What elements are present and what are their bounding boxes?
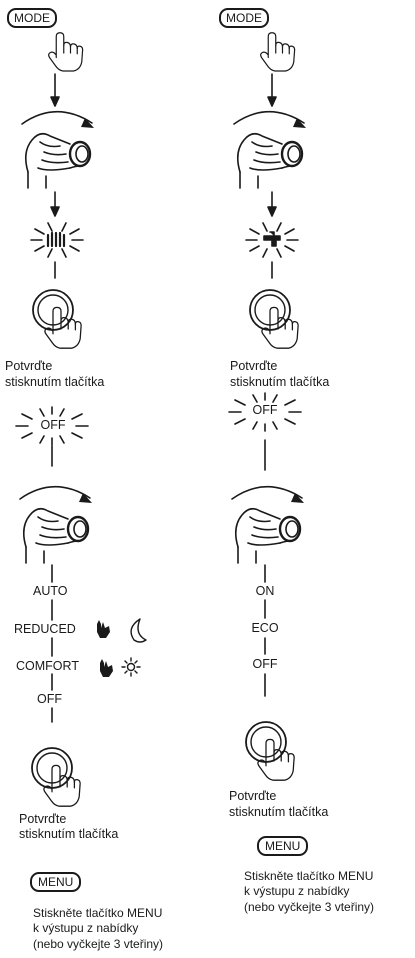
left-option-reduced: REDUCED — [14, 622, 76, 636]
right-option-off: OFF — [252, 657, 278, 671]
right-option-eco: ECO — [251, 621, 279, 635]
left-confirm2-line1: Potvrďte — [19, 812, 67, 826]
left-rotate-knob-icon-2 — [18, 485, 94, 565]
right-exit-line1: Stiskněte tlačítko MENU — [244, 869, 374, 883]
right-option-on: ON — [255, 584, 275, 598]
hand-icon — [97, 620, 110, 638]
right-menu-button[interactable]: MENU — [257, 836, 309, 856]
left-confirm2-line2: stisknutím tlačítka — [19, 827, 119, 841]
left-option-auto: AUTO — [33, 584, 68, 598]
right-round-button-icon-2 — [246, 722, 294, 780]
right-mode-button[interactable]: MODE — [219, 8, 269, 28]
left-mode-button[interactable]: MODE — [7, 8, 57, 28]
right-exit-line2: k výstupu z nabídky — [244, 884, 350, 898]
right-finger-press-icon — [260, 32, 296, 72]
sun-icon — [121, 657, 141, 677]
right-confirm-line2: stisknutím tlačítka — [230, 375, 330, 389]
left-finger-press-icon — [48, 32, 84, 72]
right-confirm2-line1: Potvrďte — [229, 789, 277, 803]
left-confirm-line1: Potvrďte — [5, 359, 53, 373]
right-rotate-knob-icon-2 — [230, 485, 306, 565]
left-exit-line1: Stiskněte tlačítko MENU — [33, 906, 163, 920]
right-arrow-down-1 — [267, 73, 277, 107]
left-confirm-line2: stisknutím tlačítka — [5, 375, 105, 389]
right-arrow-down-2 — [267, 191, 277, 217]
right-faucet-flash-icon — [245, 222, 299, 258]
left-round-button-icon — [33, 290, 81, 348]
right-rotate-knob-icon — [232, 110, 308, 190]
left-menu-button[interactable]: MENU — [30, 872, 82, 892]
moon-icon — [130, 618, 147, 643]
left-option-comfort: COMFORT — [16, 659, 79, 673]
left-round-button-icon-2 — [32, 748, 80, 806]
left-radiator-flash-icon — [30, 222, 84, 258]
left-rotate-knob-icon — [20, 110, 96, 190]
hand-icon-2 — [100, 659, 113, 677]
left-exit-line2: k výstupu z nabídky — [33, 921, 139, 935]
left-arrow-down-1 — [50, 73, 60, 107]
right-confirm2-line2: stisknutím tlačítka — [229, 805, 329, 819]
left-arrow-down-2 — [50, 191, 60, 217]
left-exit-line3: (nebo vyčkejte 3 vteřiny) — [33, 937, 164, 951]
left-off-flash-label: OFF — [40, 418, 66, 432]
right-confirm-line1: Potvrďte — [230, 359, 278, 373]
right-off-flash-label: OFF — [252, 403, 278, 417]
right-round-button-icon — [250, 290, 298, 348]
left-option-off: OFF — [37, 692, 62, 706]
right-exit-line3: (nebo vyčkejte 3 vteřiny) — [244, 900, 375, 914]
